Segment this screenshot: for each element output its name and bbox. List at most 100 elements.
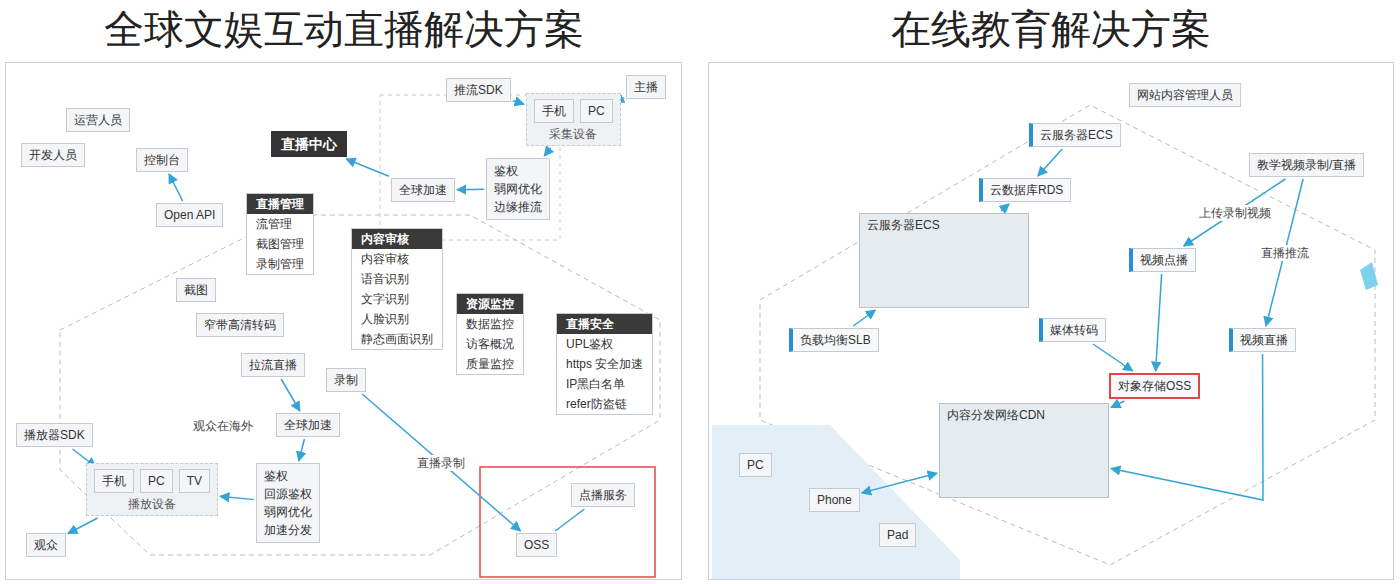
- device-box: 手机: [534, 99, 574, 123]
- node-item: 静态画面识别: [352, 329, 442, 349]
- node-title: 直播中心: [281, 136, 337, 152]
- node-item: 流管理: [247, 214, 313, 234]
- node-title: 全球文娱互动直播解决方案: [6, 3, 681, 55]
- node-title: 直播安全: [557, 314, 652, 334]
- connector: [1156, 274, 1162, 371]
- node-title: 运营人员: [74, 112, 122, 128]
- node-title: 直播管理: [247, 194, 313, 214]
- client-box: PC: [739, 453, 772, 477]
- node-title: 云数据库RDS: [990, 182, 1063, 198]
- node-title: 云服务器ECS: [867, 217, 1021, 233]
- device-box: 观众: [26, 533, 66, 557]
- service-box: 视频直播: [1229, 328, 1296, 352]
- connector: [513, 101, 524, 105]
- node-title: TV: [187, 473, 202, 489]
- storage-box: 对象存储OSS: [1109, 373, 1200, 399]
- node-title: 播放设备: [91, 496, 213, 512]
- node-item: 人脸识别: [352, 309, 442, 329]
- role-box: 网站内容管理人员: [1129, 83, 1241, 107]
- node-item: 边缘推流: [494, 198, 542, 216]
- node-item: 弱网优化: [494, 180, 542, 198]
- node-title: 手机: [542, 103, 566, 119]
- service-box: 视频点播: [1129, 248, 1196, 272]
- node-item: IP黑白名单: [557, 374, 652, 394]
- node-title: 录制: [334, 372, 358, 388]
- service-box: 负载均衡SLB: [789, 328, 879, 352]
- node-title: 观众: [34, 537, 58, 553]
- node-item: 语音识别: [352, 269, 442, 289]
- node-title: 负载均衡SLB: [800, 332, 871, 348]
- device-box: TV: [179, 469, 210, 493]
- sdk-box: 播放器SDK: [16, 423, 93, 447]
- node-title: 推流SDK: [454, 82, 503, 98]
- storage-box: OSS: [516, 533, 557, 557]
- connector: [346, 159, 389, 176]
- role-box: 开发人员: [21, 143, 85, 167]
- node-item: 数据监控: [457, 314, 523, 334]
- edge-label: 直播推流: [1258, 245, 1312, 261]
- connector: [169, 174, 183, 201]
- connector: [1038, 149, 1062, 176]
- sdk-box: 推流SDK: [446, 78, 511, 102]
- highlight-box: [480, 467, 655, 577]
- node-item: 内容审核: [352, 249, 442, 269]
- process-box: 全球加速: [276, 413, 340, 437]
- node-title: 主播: [634, 79, 658, 95]
- node-title: 手机: [102, 473, 126, 489]
- service-box: 媒体转码: [1039, 318, 1106, 342]
- process-box: 截图: [176, 278, 216, 302]
- connector: [555, 509, 584, 531]
- node-title: 全球加速: [284, 417, 332, 433]
- connector: [220, 496, 254, 499]
- node-item: 访客概况: [457, 334, 523, 354]
- process-box: 窄带高清转码: [196, 313, 284, 337]
- node-title: 截图: [184, 282, 208, 298]
- node-title: 云服务器ECS: [1040, 127, 1113, 143]
- node-title: 播放器SDK: [24, 427, 85, 443]
- note-label: 观众在海外: [190, 418, 256, 434]
- feature-list: 鉴权弱网优化边缘推流: [486, 158, 550, 220]
- node-item: 回源鉴权: [264, 485, 312, 503]
- client-band: [712, 425, 960, 580]
- node-item: refer防盗链: [557, 394, 652, 414]
- node-title: 点播服务: [579, 487, 627, 503]
- node-item: 弱网优化: [264, 503, 312, 521]
- dashed-region: [760, 105, 1375, 565]
- node-item: 截图管理: [247, 234, 313, 254]
- node-title: Phone: [817, 492, 852, 508]
- node-item: 加速分发: [264, 521, 312, 539]
- connector: [853, 310, 875, 326]
- node-item: https 安全加速: [557, 354, 652, 374]
- node-title: 网站内容管理人员: [1137, 87, 1233, 103]
- client-box: Pad: [879, 523, 916, 547]
- connector: [862, 473, 937, 493]
- node-title: Pad: [887, 527, 908, 543]
- node-title: 视频点播: [1140, 252, 1188, 268]
- server-block: 云服务器ECS: [859, 213, 1029, 308]
- decor-arrow: [1360, 262, 1378, 290]
- node-title: 资源监控: [457, 294, 523, 314]
- node-item: 质量监控: [457, 354, 523, 374]
- function-group: 资源监控数据监控访客概况质量监控: [456, 293, 524, 375]
- connector: [1111, 401, 1124, 408]
- process-box: 拉流直播: [241, 353, 305, 377]
- connector: [299, 439, 305, 461]
- node-title: PC: [148, 473, 165, 489]
- role-box: 教学视频录制/直播: [1249, 153, 1364, 177]
- function-group: 直播安全UPL鉴权https 安全加速IP黑白名单refer防盗链: [556, 313, 653, 415]
- node-title: PC: [747, 457, 764, 473]
- node-title: 鉴权: [264, 467, 312, 485]
- node-title: 在线教育解决方案: [709, 3, 1393, 55]
- connector: [1093, 344, 1133, 371]
- client-box: Phone: [809, 488, 860, 512]
- node-title: Open API: [164, 207, 215, 223]
- node-item: 录制管理: [247, 254, 313, 274]
- device-group: 采集设备手机PC: [526, 93, 621, 146]
- service-box: 云服务器ECS: [1029, 123, 1121, 147]
- center-title: 直播中心: [271, 131, 347, 157]
- node-item: UPL鉴权: [557, 334, 652, 354]
- function-group: 内容审核内容审核语音识别文字识别人脸识别静态画面识别: [351, 228, 443, 350]
- node-title: 控制台: [144, 152, 180, 168]
- node-title: 媒体转码: [1050, 322, 1098, 338]
- edge-label: 直播录制: [414, 455, 468, 471]
